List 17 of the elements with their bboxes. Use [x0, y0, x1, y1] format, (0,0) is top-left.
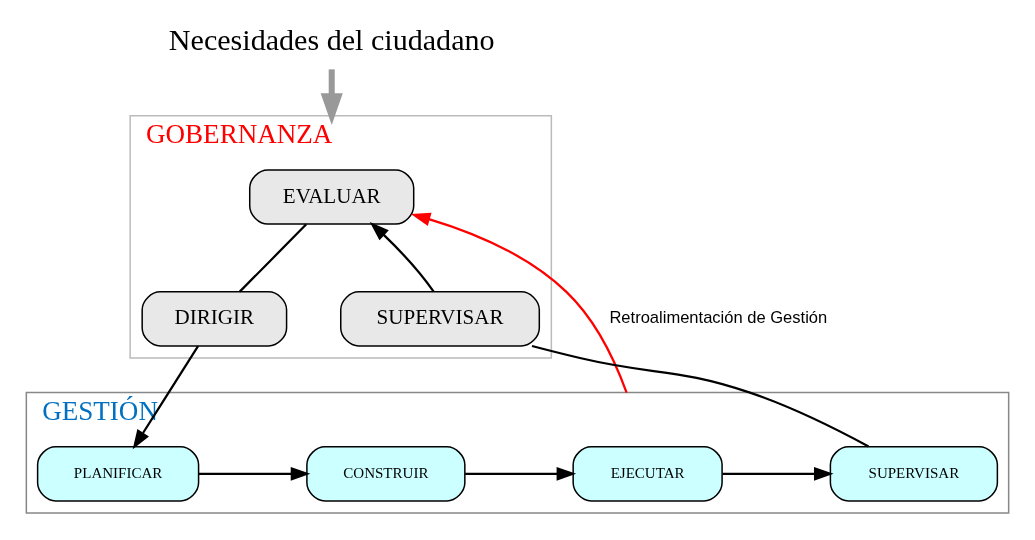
arrow — [465, 466, 577, 481]
arrow — [722, 466, 834, 481]
edge-label: Retroalimentación de Gestión — [609, 308, 828, 328]
arrow — [369, 222, 435, 293]
arrow — [320, 69, 343, 125]
arrow — [198, 466, 311, 481]
node-box: EVALUAR — [249, 169, 415, 225]
node-box: EJECUTAR — [572, 446, 723, 502]
node-box: SUPERVISAR — [829, 446, 999, 502]
arrow — [132, 345, 199, 450]
node-box: SUPERVISAR — [340, 291, 541, 347]
node-box: PLANIFICAR — [36, 446, 200, 502]
node-box: CONSTRUIR — [306, 446, 466, 502]
node-text: Necesidades del ciudadano — [168, 22, 495, 57]
connector — [239, 223, 308, 293]
arrow — [410, 212, 628, 393]
node-box: DIRIGIR — [141, 291, 288, 347]
